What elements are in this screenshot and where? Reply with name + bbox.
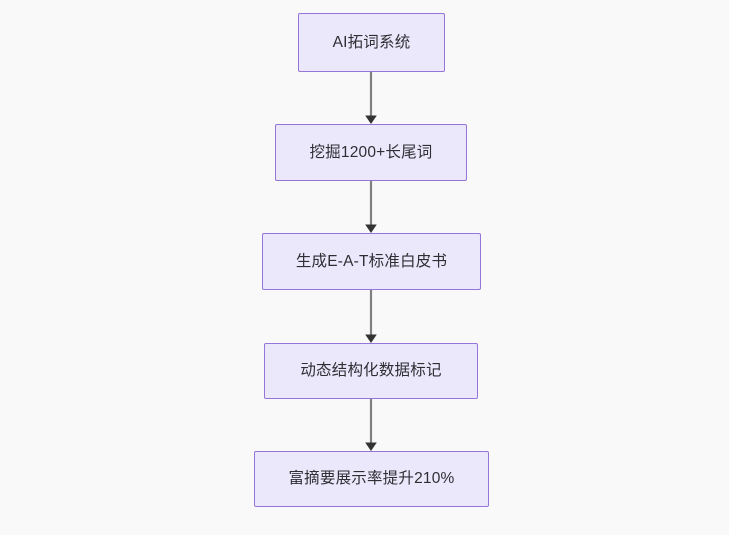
flowchart-node-label: 挖掘1200+长尾词 xyxy=(309,143,433,161)
edge-n1-n2 xyxy=(361,72,381,125)
edge-n4-n5-arrow xyxy=(365,399,377,451)
edge-n4-n5 xyxy=(361,399,381,452)
flowchart-node-label: 动态结构化数据标记 xyxy=(300,362,442,380)
flowchart-node-label: AI拓词系统 xyxy=(332,33,411,51)
flowchart-node-ai-keyword-system[interactable]: AI拓词系统 xyxy=(298,13,445,72)
edge-n3-n4 xyxy=(361,290,381,344)
flowchart-node-generate-eat-whitepaper[interactable]: 生成E-A-T标准白皮书 xyxy=(262,233,481,290)
edge-n2-n3-arrow xyxy=(365,181,377,233)
flowchart-node-mine-longtail-keywords[interactable]: 挖掘1200+长尾词 xyxy=(275,124,467,181)
flowchart-node-label: 富摘要展示率提升210% xyxy=(288,470,455,488)
edge-n3-n4-arrow xyxy=(365,290,377,343)
edge-n2-n3 xyxy=(361,181,381,234)
flowchart-node-rich-snippet-impression-lift[interactable]: 富摘要展示率提升210% xyxy=(254,451,489,507)
flowchart-node-label: 生成E-A-T标准白皮书 xyxy=(295,252,448,270)
flowchart-node-dynamic-structured-data-markup[interactable]: 动态结构化数据标记 xyxy=(264,343,478,399)
edge-n1-n2-arrow xyxy=(365,72,377,124)
